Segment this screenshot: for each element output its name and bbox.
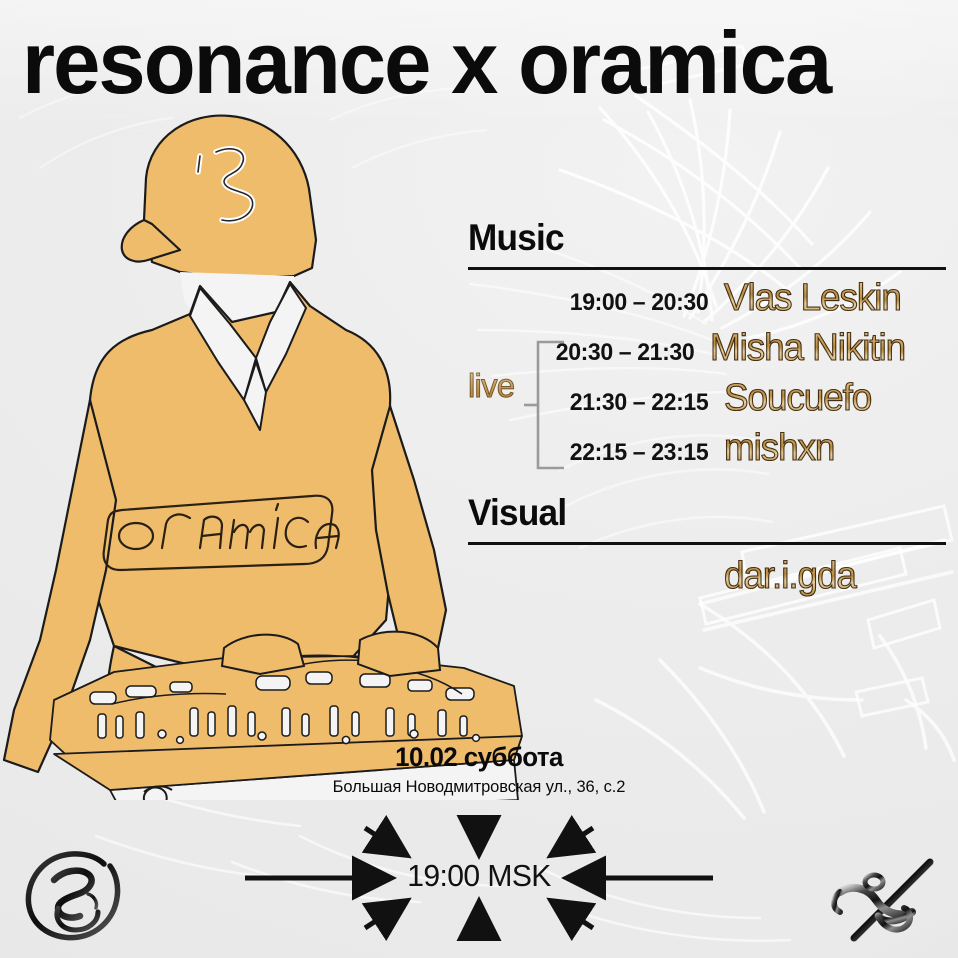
event-details: 10.02 суббота Большая Новодмитровская ул…	[0, 742, 958, 797]
start-time-block: 19:00 MSK	[239, 806, 719, 946]
visual-artist: dar.i.gda	[723, 554, 939, 598]
slot-artist: Vlas Leskin	[723, 276, 939, 320]
slot-artist: Soucuefo	[723, 376, 939, 420]
visual-row: dar.i.gda	[468, 554, 946, 607]
slot-time: 21:30 – 22:15	[569, 389, 709, 416]
visual-rule	[468, 542, 946, 545]
live-group-label: live	[468, 367, 516, 405]
event-date: 10.02 суббота	[395, 742, 563, 772]
slot-time: 20:30 – 21:30	[555, 339, 695, 366]
table-row: 19:00 – 20:30 Vlas Leskin	[468, 276, 946, 327]
live-group-bracket	[524, 340, 564, 470]
music-rule	[468, 267, 946, 270]
music-heading: Music	[468, 217, 565, 258]
event-venue: Большая Новодмитровская ул., 36, с.2	[332, 777, 626, 796]
poster-title: resonance x oramica	[22, 13, 832, 112]
start-time: 19:00 MSK	[407, 858, 551, 893]
resonance-brush-logo	[25, 851, 121, 941]
visual-heading: Visual	[468, 492, 567, 533]
slot-time: 22:15 – 23:15	[569, 439, 709, 466]
slot-artist: Misha Nikitin	[709, 326, 939, 370]
slot-time: 19:00 – 20:30	[569, 289, 709, 316]
oramica-chrome-logo	[831, 858, 934, 942]
lineup-section: Music 19:00 – 20:30 Vlas Leskin 20:30 – …	[468, 218, 946, 607]
music-slots: 19:00 – 20:30 Vlas Leskin 20:30 – 21:30 …	[468, 276, 946, 477]
slot-artist: mishxn	[723, 426, 939, 470]
